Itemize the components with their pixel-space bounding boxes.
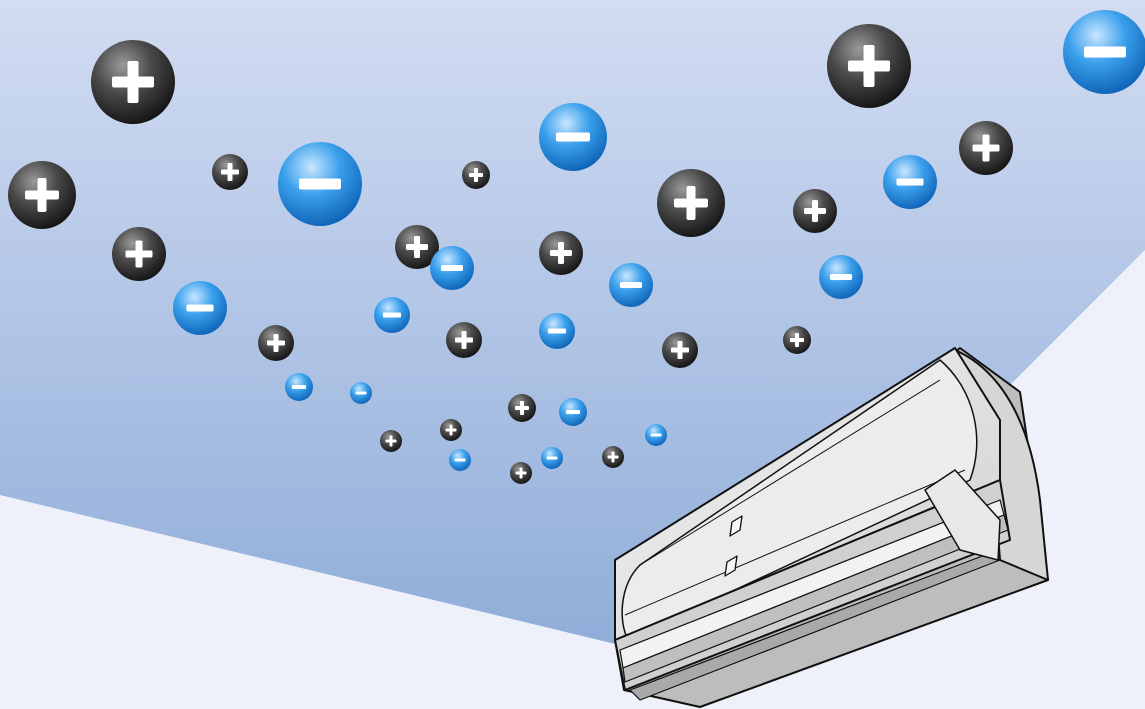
positive-ion [510, 462, 532, 484]
negative-ion [645, 424, 667, 446]
positive-ion [793, 189, 837, 233]
positive-ion [827, 24, 911, 108]
negative-ion [819, 255, 863, 299]
negative-ion [541, 447, 563, 469]
positive-ion [446, 322, 482, 358]
negative-ion [883, 155, 937, 209]
positive-ion [212, 154, 248, 190]
negative-ion [539, 313, 575, 349]
positive-ion [657, 169, 725, 237]
positive-ion [380, 430, 402, 452]
negative-ion [278, 142, 362, 226]
negative-ion [609, 263, 653, 307]
negative-ion [539, 103, 607, 171]
negative-ion [559, 398, 587, 426]
positive-ion [462, 161, 490, 189]
positive-ion [440, 419, 462, 441]
positive-ion [783, 326, 811, 354]
positive-ion [539, 231, 583, 275]
positive-ion [8, 161, 76, 229]
negative-ion [449, 449, 471, 471]
negative-ion [285, 373, 313, 401]
positive-ion [959, 121, 1013, 175]
positive-ion [602, 446, 624, 468]
negative-ion [173, 281, 227, 335]
positive-ion [258, 325, 294, 361]
positive-ion [508, 394, 536, 422]
negative-ion [430, 246, 474, 290]
negative-ion [374, 297, 410, 333]
negative-ion [350, 382, 372, 404]
negative-ion [1063, 10, 1145, 94]
positive-ion [662, 332, 698, 368]
positive-ion [112, 227, 166, 281]
positive-ion [91, 40, 175, 124]
